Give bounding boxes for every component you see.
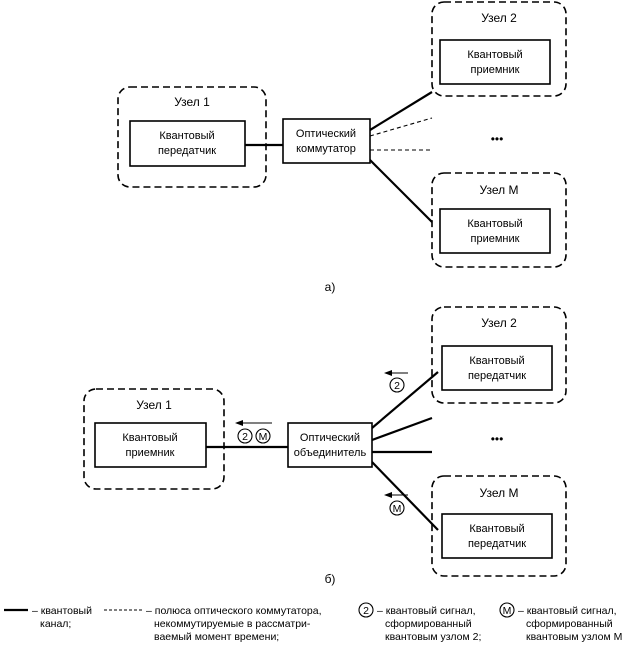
b-link-center-node2 bbox=[371, 371, 439, 429]
b-signal-M-symbol: М bbox=[259, 431, 268, 443]
a-node2-receiver-box bbox=[439, 39, 551, 85]
legend-dashed-text-1: – полюса оптического коммутатора, bbox=[146, 605, 322, 617]
a-optical-switch-label-1: Оптический bbox=[296, 128, 356, 140]
b-node2-signal-marker bbox=[389, 377, 405, 393]
legend-dashed-text-3: ваемый момент времени; bbox=[154, 631, 279, 643]
legend-signal-2-text-2: сформированный bbox=[385, 618, 472, 630]
a-caption: а) bbox=[325, 280, 336, 294]
legend: – квантовый канал; – полюса оптического … bbox=[4, 602, 622, 643]
b-nodeM-title: Узел М bbox=[480, 486, 519, 500]
b-signal-arrow-to-node1 bbox=[235, 420, 272, 426]
legend-solid-text-1: – квантовый bbox=[32, 605, 92, 617]
legend-solid-text-2: канал; bbox=[40, 618, 71, 630]
a-quantum-transmitter-label-1: Квантовый bbox=[159, 130, 214, 142]
a-nodeM-boundary bbox=[431, 172, 567, 268]
a-nodeM-title: Узел М bbox=[480, 183, 519, 197]
b-optical-combiner-label-1: Оптический bbox=[300, 432, 360, 444]
legend-signal-M-marker bbox=[499, 602, 515, 618]
diagram-b: Узел 1 Квантовый приемник 2 М Оптический… bbox=[83, 306, 567, 586]
a-quantum-transmitter-label-2: передатчик bbox=[158, 145, 216, 157]
a-node2-receiver-label-1: Квантовый bbox=[467, 49, 522, 61]
legend-signal-2-text-3: квантовым узлом 2; bbox=[385, 631, 481, 643]
a-unswitched-pole-1 bbox=[369, 117, 433, 137]
b-nodeM-transmitter-box bbox=[441, 513, 553, 559]
b-nodeM-transmitter-label-1: Квантовый bbox=[469, 523, 524, 535]
a-nodeM-receiver-label-1: Квантовый bbox=[467, 218, 522, 230]
a-link-center-node2 bbox=[369, 91, 433, 131]
b-node2-transmitter-label-1: Квантовый bbox=[469, 355, 524, 367]
b-node2-transmitter-box bbox=[441, 345, 553, 391]
b-link-center-nodeM bbox=[371, 461, 439, 531]
b-node1-title: Узел 1 bbox=[136, 398, 172, 412]
a-optical-switch-label-2: коммутатор bbox=[296, 143, 356, 155]
a-optical-switch-box bbox=[282, 118, 371, 164]
legend-signal-M-text-1: – квантовый сигнал, bbox=[518, 605, 617, 617]
a-node1-boundary bbox=[117, 86, 267, 188]
b-nodeM-signal-marker bbox=[389, 500, 405, 516]
b-signal-arrow-nodeM bbox=[384, 492, 408, 498]
a-node2-boundary bbox=[431, 1, 567, 97]
b-ellipsis: ••• bbox=[491, 432, 504, 446]
diagram-a: Узел 1 Квантовый передатчик Оптический к… bbox=[117, 1, 567, 294]
b-quantum-receiver-label-2: приемник bbox=[126, 447, 175, 459]
b-node2-title: Узел 2 bbox=[481, 316, 517, 330]
b-optical-combiner-box bbox=[287, 422, 373, 468]
b-node2-signal-symbol: 2 bbox=[394, 380, 400, 392]
legend-signal-M-text-2: сформированный bbox=[526, 618, 613, 630]
a-ellipsis: ••• bbox=[491, 132, 504, 146]
b-node2-boundary bbox=[431, 306, 567, 404]
a-quantum-transmitter-box bbox=[129, 120, 246, 167]
b-optical-combiner-label-2: объединитель bbox=[294, 447, 367, 459]
b-nodeM-boundary bbox=[431, 475, 567, 577]
legend-signal-2-text-1: – квантовый сигнал, bbox=[377, 605, 476, 617]
b-link-center-mid-1 bbox=[371, 416, 433, 442]
legend-dashed-text-2: некоммутируемые в рассматри- bbox=[154, 618, 311, 630]
legend-signal-M-text-3: квантовым узлом М bbox=[526, 631, 622, 643]
b-nodeM-transmitter-label-2: передатчик bbox=[468, 538, 526, 550]
a-node2-title: Узел 2 bbox=[481, 11, 517, 25]
b-node2-transmitter-label-2: передатчик bbox=[468, 370, 526, 382]
b-quantum-receiver-label-1: Квантовый bbox=[122, 432, 177, 444]
b-signal-arrow-node2 bbox=[384, 370, 408, 376]
a-link-center-nodeM bbox=[369, 159, 433, 223]
legend-signal-2-symbol: 2 bbox=[363, 605, 369, 617]
b-node1-boundary bbox=[83, 388, 225, 490]
b-nodeM-signal-symbol: М bbox=[393, 503, 402, 515]
b-signal-2-symbol: 2 bbox=[242, 431, 248, 443]
b-signal-M-marker bbox=[255, 428, 271, 444]
a-node2-receiver-label-2: приемник bbox=[471, 64, 520, 76]
a-nodeM-receiver-label-2: приемник bbox=[471, 233, 520, 245]
b-quantum-receiver-box bbox=[94, 422, 207, 468]
legend-signal-M-symbol: М bbox=[503, 605, 512, 617]
a-nodeM-receiver-box bbox=[439, 208, 551, 254]
legend-signal-2-marker bbox=[358, 602, 374, 618]
b-signal-2-marker bbox=[237, 428, 253, 444]
b-caption: б) bbox=[325, 572, 336, 586]
a-node1-title: Узел 1 bbox=[174, 95, 210, 109]
